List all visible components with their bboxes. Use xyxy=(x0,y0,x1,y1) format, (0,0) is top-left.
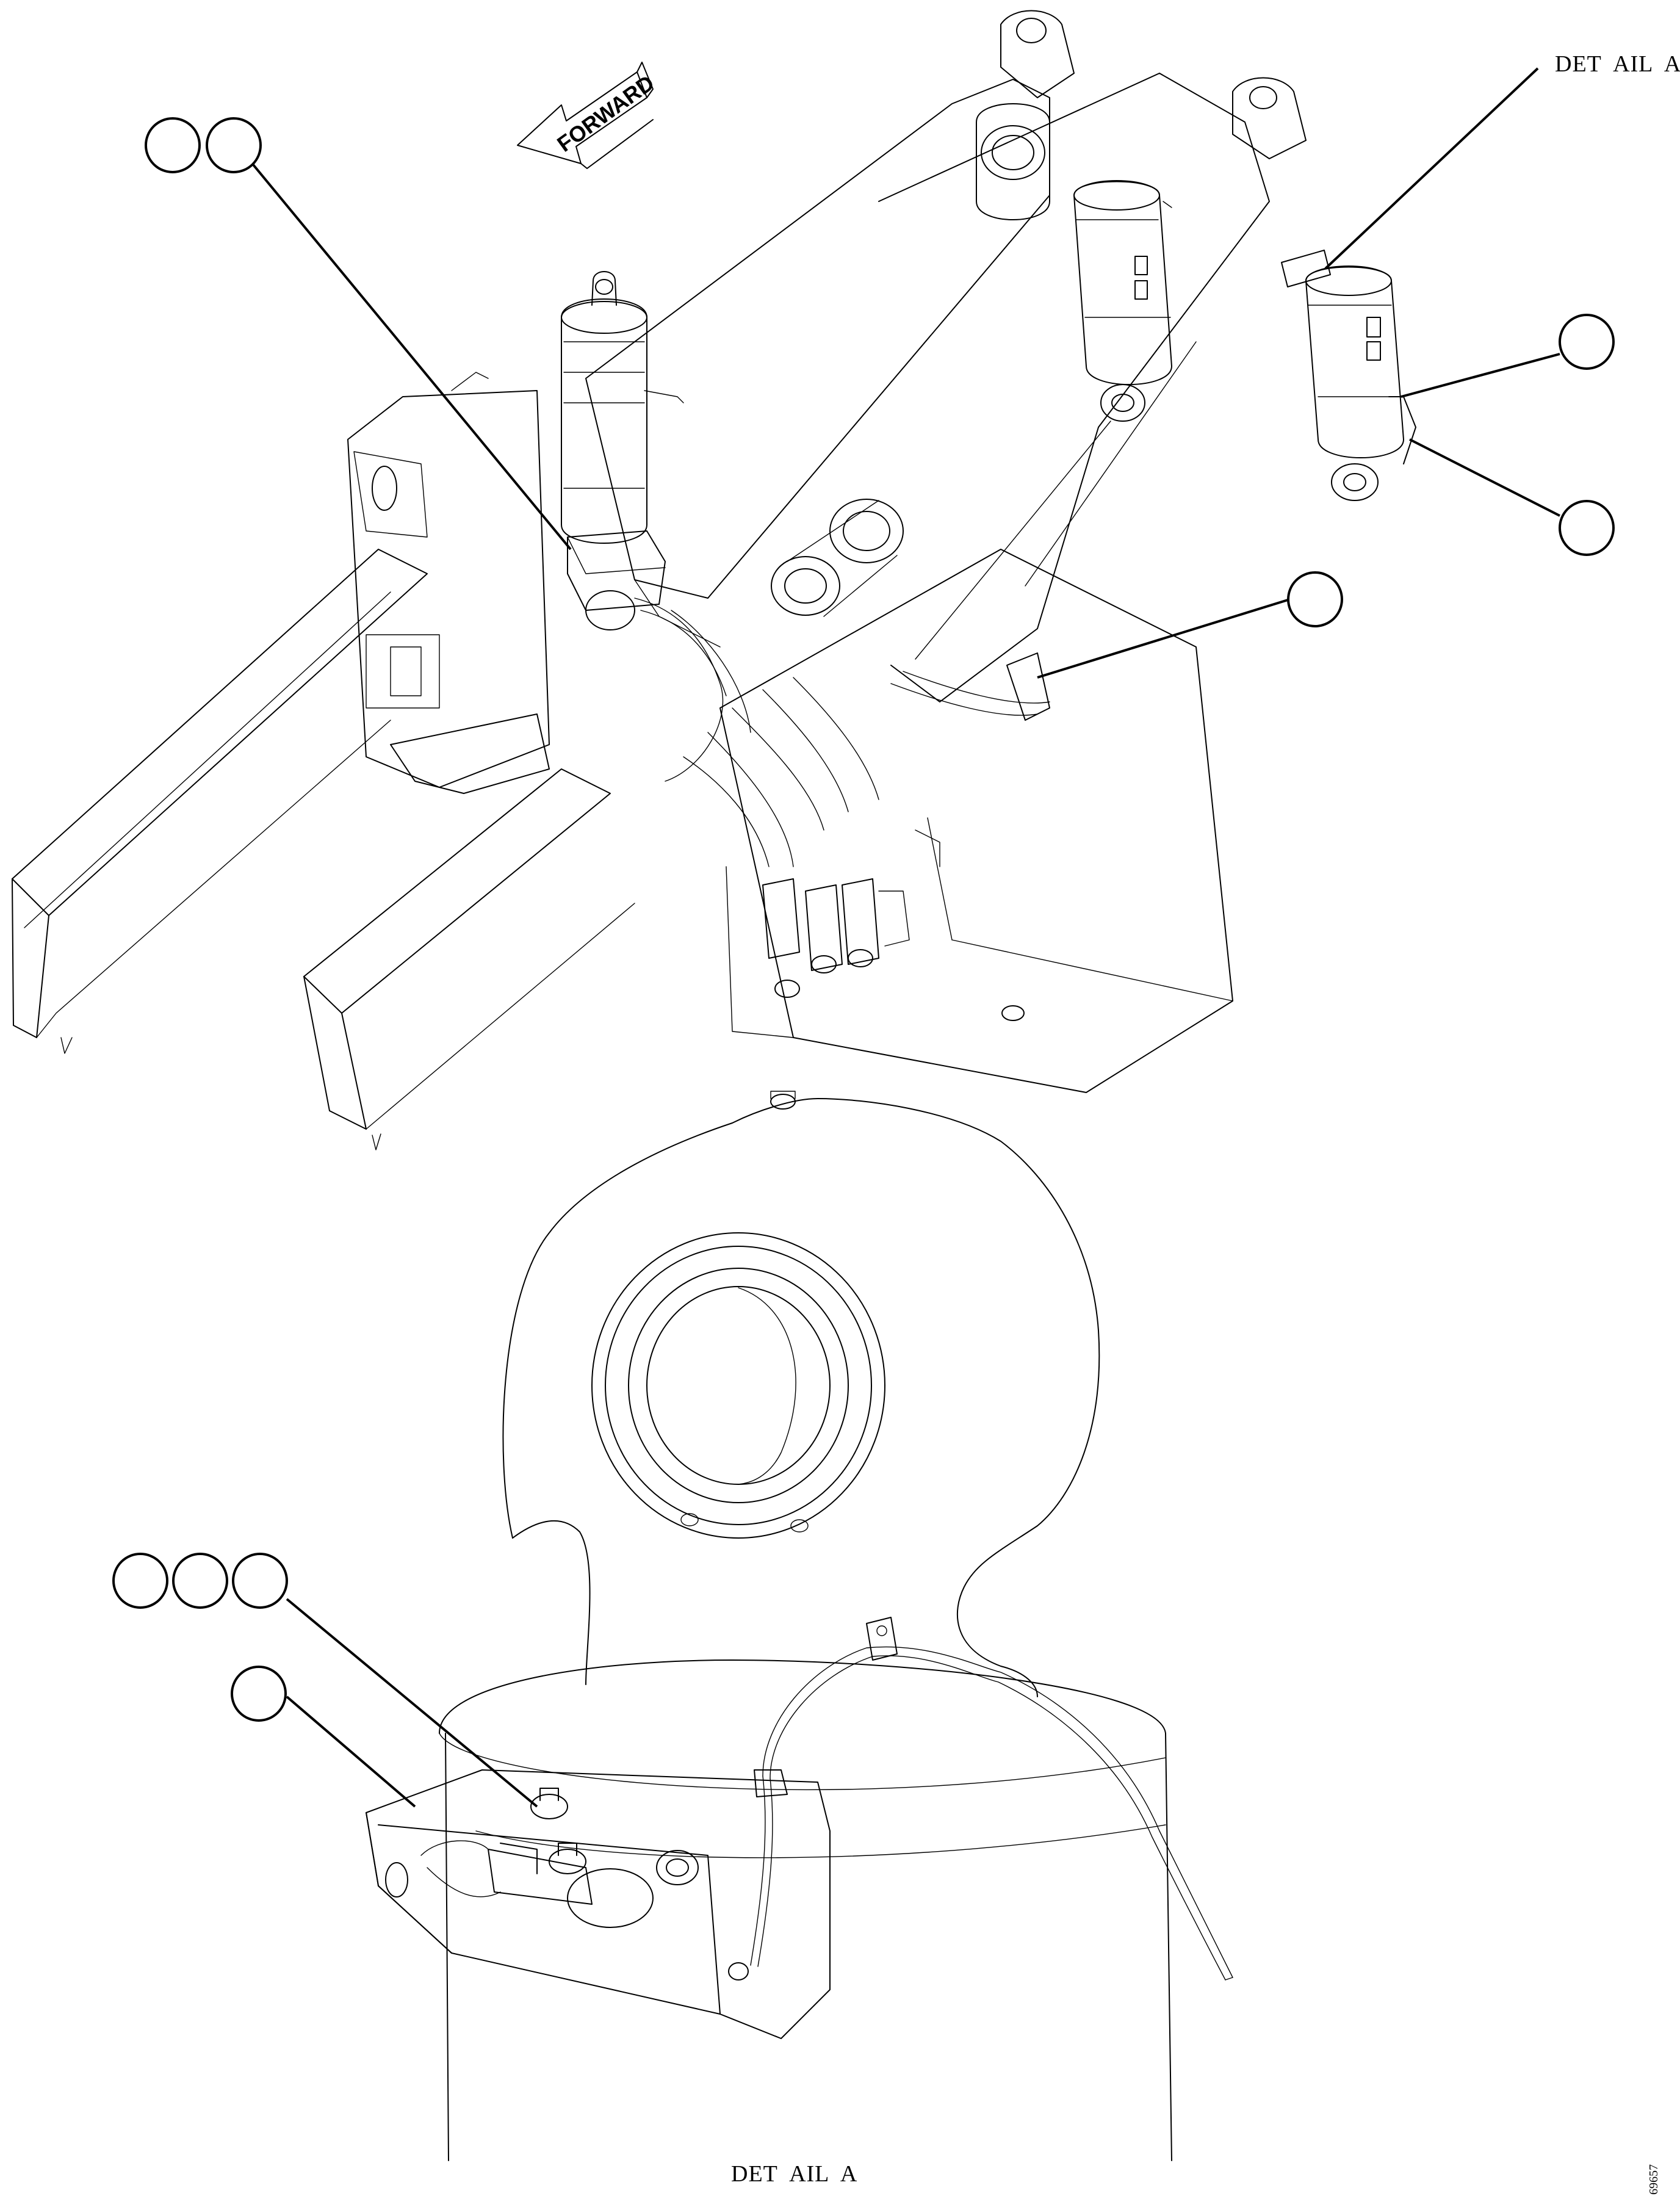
detail-label-top: DET AIL A xyxy=(1555,51,1680,77)
balloon-center-right xyxy=(1287,571,1343,627)
callout-balloons xyxy=(112,117,1615,1722)
forward-arrow-icon: FORWARD xyxy=(517,62,658,169)
connector-cluster xyxy=(762,829,940,998)
drawing-id: 69657 xyxy=(1647,2164,1660,2195)
detail-label-bottom: DET AIL A xyxy=(731,2161,857,2187)
detail-a-lug-assembly xyxy=(366,1091,1233,2161)
upper-landing-gear-assembly xyxy=(12,10,1416,1150)
balloon-top-left-2 xyxy=(206,117,262,173)
balloon-top-left-1 xyxy=(145,117,201,173)
balloon-right-upper xyxy=(1559,314,1615,370)
balloon-bottom-row-1 xyxy=(112,1553,168,1609)
balloon-bottom-row-3 xyxy=(232,1553,288,1609)
balloon-bottom-single xyxy=(231,1666,287,1722)
balloon-right-lower xyxy=(1559,500,1615,556)
leader-lines xyxy=(252,67,1560,1808)
forward-arrow-label: FORWARD xyxy=(552,70,658,157)
balloon-bottom-row-2 xyxy=(172,1553,228,1609)
